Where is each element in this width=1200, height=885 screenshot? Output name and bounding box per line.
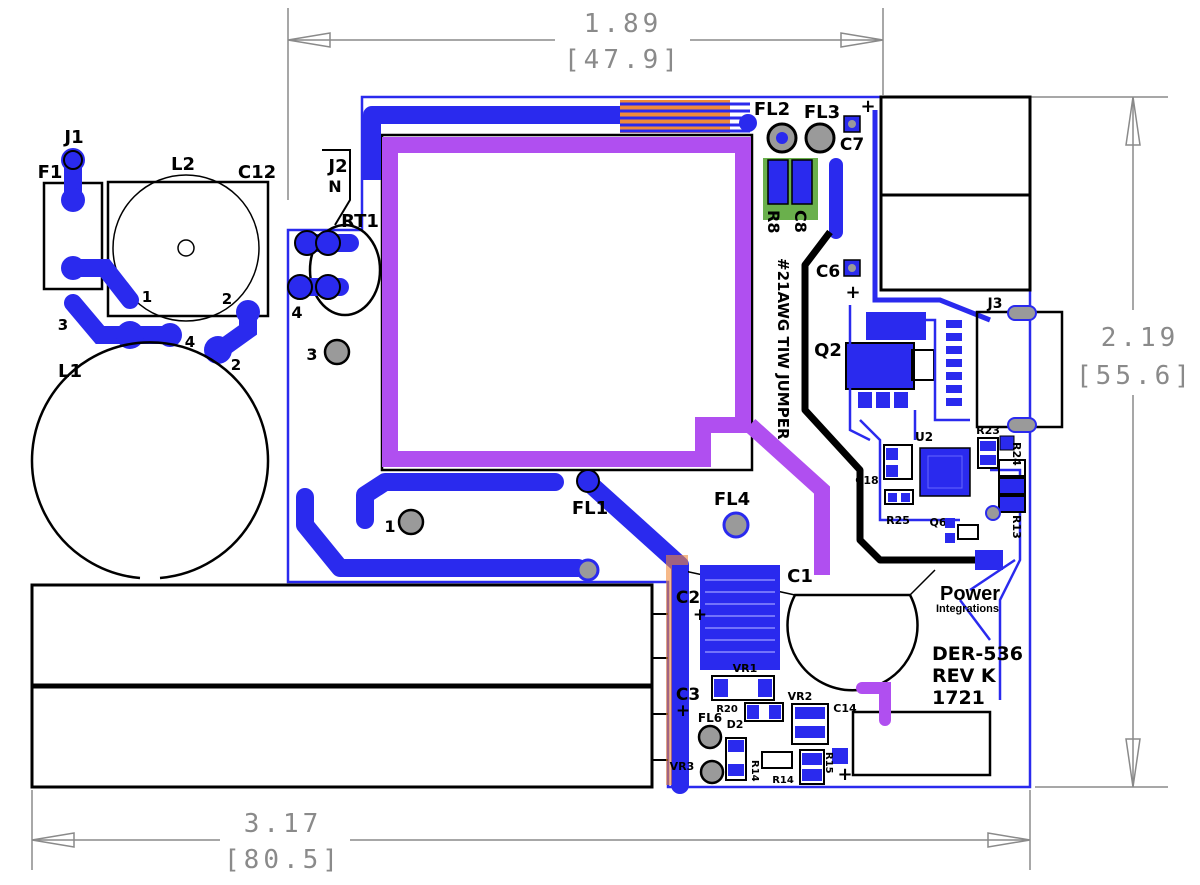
polarity-c6: + [845, 282, 860, 303]
label-c7: C7 [840, 135, 864, 155]
label-r10: R14 [749, 760, 760, 782]
board-id: DER-536 [932, 643, 1023, 665]
polarity-c2: + [693, 605, 707, 625]
tiw-jumper-wire [801, 229, 985, 564]
label-vr2: VR2 [788, 690, 813, 703]
dim-top-inches: 1.89 [584, 9, 663, 39]
label-j2-pin: N [328, 177, 341, 196]
label-d2: D2 [727, 718, 744, 731]
label-vr1: VR1 [733, 662, 758, 675]
board-rev: REV K [932, 665, 997, 687]
label-c6: C6 [816, 262, 840, 282]
choke-l2-outline [106, 180, 270, 318]
pin-3-transformer: 3 [306, 345, 317, 364]
orange-jumper [620, 100, 757, 133]
pin-2b-l2: 2 [231, 356, 241, 374]
label-r8: R8 [764, 210, 783, 233]
controller-u2 [883, 444, 971, 497]
pin-2-l2: 2 [222, 290, 232, 308]
label-r25: R25 [886, 514, 910, 527]
label-c14: C14 [833, 702, 857, 715]
pin-1-transformer: 1 [384, 517, 395, 536]
dimension-top [287, 8, 884, 200]
dim-bottom-inches: 3.17 [244, 809, 323, 839]
pin-3-l2: 3 [58, 316, 68, 334]
label-c3: C3 [676, 685, 700, 705]
logo-integrations: Integrations [936, 603, 999, 615]
dim-top-mm: [47.9] [564, 45, 682, 75]
label-j1: J1 [62, 127, 83, 148]
output-capacitor-outline [851, 710, 992, 777]
label-f1: F1 [38, 162, 63, 183]
label-j3: J3 [987, 296, 1003, 312]
dim-right-inches: 2.19 [1101, 323, 1180, 353]
label-r23: R23 [976, 424, 1000, 437]
label-r24: R24 [1010, 442, 1023, 466]
pin-4-l2: 4 [185, 333, 195, 351]
pin-1-l2: 1 [142, 288, 152, 306]
transformer-t1 [380, 133, 830, 575]
label-u2: U2 [915, 430, 933, 444]
label-c1: C1 [787, 566, 813, 587]
label-fl4: FL4 [714, 489, 750, 510]
label-fl3: FL3 [804, 102, 840, 123]
label-l1: L1 [58, 361, 82, 382]
mosfet-q2 [845, 312, 935, 408]
label-c12: C12 [238, 162, 276, 183]
label-r15: R15 [823, 752, 834, 774]
hatched-heatsink [700, 565, 780, 670]
label-fl1: FL1 [572, 498, 608, 519]
inductor-l1-outline [30, 341, 270, 580]
cap-block-lower [30, 685, 654, 789]
label-c2: C2 [676, 588, 700, 608]
label-r20: R20 [716, 704, 738, 715]
dim-bottom-mm: [80.5] [224, 845, 342, 875]
label-fl2: FL2 [754, 99, 790, 120]
label-r14: R14 [772, 775, 794, 786]
capacitor-c1-outline [786, 593, 919, 692]
output-connector-lower [879, 193, 1032, 292]
polarity-bottom: + [837, 764, 852, 785]
output-connector-upper [879, 95, 1032, 197]
label-l2: L2 [171, 154, 195, 175]
polarity-fl3: + [860, 96, 875, 117]
label-j2: J2 [326, 156, 347, 177]
jumper-note: #21AWG TIW JUMPER [774, 258, 792, 440]
dim-right-mm: [55.6] [1076, 361, 1194, 391]
label-r13: R13 [1010, 515, 1023, 539]
label-c18: C18 [855, 474, 878, 487]
label-q6: Q6 [929, 516, 946, 529]
polarity-c3: + [676, 701, 690, 721]
logo-power: Power [940, 583, 1000, 605]
usb-connector-j3 [975, 310, 1064, 429]
input-section [30, 148, 270, 580]
label-c8: C8 [791, 210, 810, 233]
dimension-right [1030, 96, 1168, 788]
label-vr3: VR3 [670, 760, 695, 773]
label-q2: Q2 [814, 340, 842, 361]
label-fl6: FL6 [698, 711, 722, 725]
pin-4-j2: 4 [291, 303, 302, 322]
cap-block-upper [30, 583, 654, 687]
board-date: 1721 [932, 687, 985, 709]
dimension-bottom [31, 790, 1031, 870]
